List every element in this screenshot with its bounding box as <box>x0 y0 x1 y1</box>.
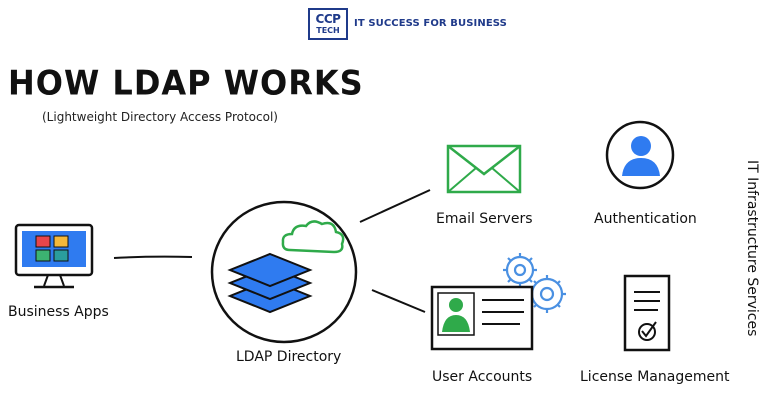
business-apps-label: Business Apps <box>8 304 109 320</box>
user-circle-icon <box>605 120 675 190</box>
logo-line2: TECH <box>316 26 340 35</box>
brand-tagline: IT SUCCESS FOR BUSINESS <box>354 18 507 29</box>
document-check-icon <box>623 274 671 352</box>
connector-ldap-to-email <box>359 189 431 223</box>
user-accounts-label: User Accounts <box>432 369 533 385</box>
it-infrastructure-services-label: IT Infrastructure Services <box>744 160 760 337</box>
cloud-icon <box>281 220 345 254</box>
envelope-icon <box>446 144 522 194</box>
authentication-label: Authentication <box>594 211 697 227</box>
connector-ldap-to-accounts <box>371 289 426 313</box>
ldap-directory-label: LDAP Directory <box>236 349 342 365</box>
brand-logo: CCP TECH <box>308 8 348 40</box>
stacked-layers-icon <box>227 252 313 314</box>
id-card-icon <box>430 285 534 351</box>
page-title: HOW LDAP WORKS <box>8 63 364 103</box>
logo-line1: CCP <box>315 12 341 26</box>
monitor-icon <box>14 223 94 289</box>
license-management-label: License Management <box>580 369 730 385</box>
email-servers-label: Email Servers <box>436 211 533 227</box>
page-subtitle: (Lightweight Directory Access Protocol) <box>42 110 278 124</box>
connector-apps-to-ldap <box>113 255 193 259</box>
